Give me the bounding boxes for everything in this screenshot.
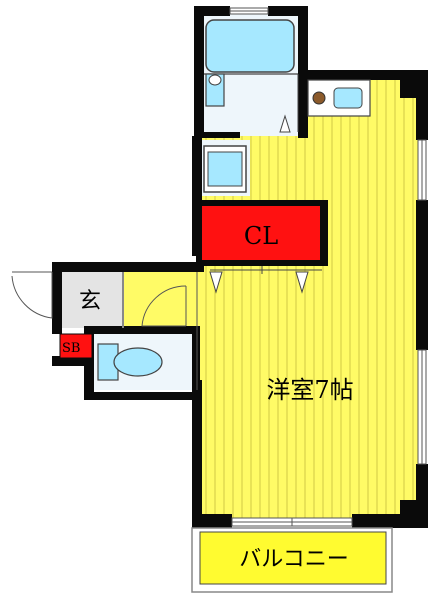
front-door-swing	[11, 271, 53, 319]
washbasin-icon	[205, 73, 225, 107]
hallway-floor	[122, 272, 200, 330]
closet	[202, 206, 320, 260]
entrance-step	[122, 272, 124, 328]
right-window-lower	[417, 349, 427, 465]
bath-window	[229, 7, 269, 15]
balcony-label: バルコニー	[239, 547, 349, 572]
toilet-icon	[97, 343, 163, 381]
entrance-floor	[58, 272, 122, 328]
closet-label: CL	[244, 222, 278, 250]
bathtub-icon	[205, 19, 295, 73]
closet-door-marker-right	[295, 271, 309, 294]
shoe-box-label: SB	[62, 341, 80, 356]
right-window-upper	[417, 139, 427, 201]
walls	[52, 6, 428, 528]
balcony	[199, 531, 387, 585]
entrance-label: 玄	[79, 289, 101, 314]
sink-icon	[333, 87, 363, 109]
door-marker-icon	[279, 114, 291, 133]
closet-door-marker-left	[209, 271, 223, 294]
stove-icon	[312, 91, 326, 105]
western-room-label: 洋室7帖	[266, 376, 353, 404]
balcony-window	[231, 517, 353, 527]
shoe-box	[59, 333, 93, 359]
toilet-door-swing	[141, 285, 187, 327]
